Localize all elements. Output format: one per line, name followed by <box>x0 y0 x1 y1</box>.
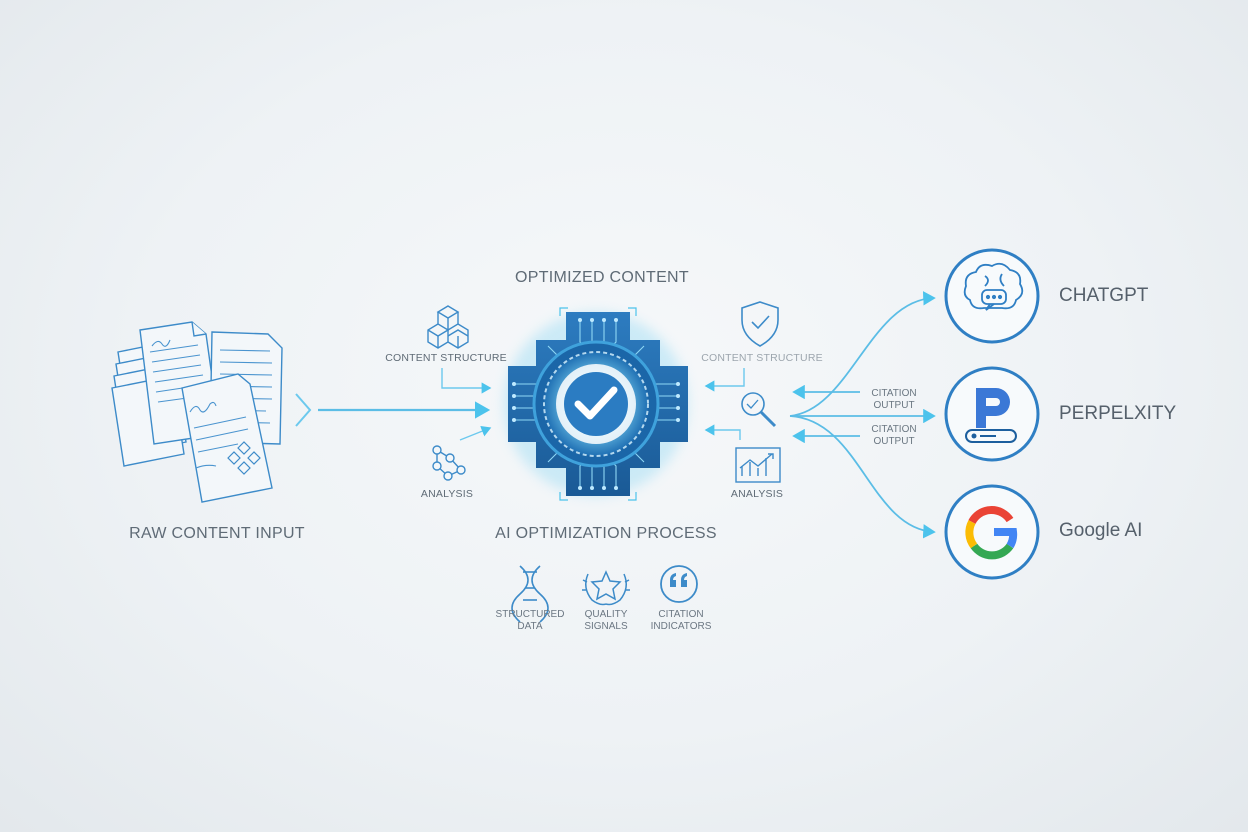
citation-output-bottom-label: CITATION OUTPUT <box>860 424 928 448</box>
perplexity-label: PERPELXITY <box>1059 403 1177 424</box>
perplexity-circle <box>944 366 1040 462</box>
right-top-connector <box>704 368 745 392</box>
checkmark-icon <box>574 386 618 420</box>
flow-to-chatgpt <box>789 291 936 417</box>
chart-growth-icon <box>735 447 781 483</box>
content-structure-left-label: CONTENT STRUCTURE <box>385 352 507 364</box>
document-stack-icon <box>111 321 283 503</box>
quality-signals-line2: SIGNALS <box>584 621 628 632</box>
citation-indicators-line2: INDICATORS <box>650 621 712 632</box>
citation-output-bottom-line1: CITATION <box>871 424 917 435</box>
optimized-content-label: OPTIMIZED CONTENT <box>515 269 689 286</box>
right-bottom-connector <box>704 424 741 440</box>
quote-icon <box>660 565 698 603</box>
network-icon <box>432 445 466 481</box>
ai-optimization-process-label: AI OPTIMIZATION PROCESS <box>495 525 717 542</box>
google-g-icon <box>965 506 1018 560</box>
chatgpt-circle <box>944 248 1040 344</box>
quality-signals-label: QUALITY SIGNALS <box>570 609 642 633</box>
left-bottom-connector <box>459 425 492 441</box>
google-circle <box>944 484 1040 580</box>
dna-icon <box>511 565 549 623</box>
raw-content-input-label: RAW CONTENT INPUT <box>129 525 305 542</box>
analysis-left-label: ANALYSIS <box>420 488 474 500</box>
shield-check-icon <box>741 301 779 347</box>
flow-to-google <box>789 415 936 539</box>
citation-output-top-line1: CITATION <box>871 388 917 399</box>
citation-indicators-label: CITATION INDICATORS <box>644 609 718 633</box>
google-ai-label: Google AI <box>1059 520 1143 541</box>
perplexity-p-icon <box>965 388 1017 443</box>
structured-data-line1: STRUCTURED <box>495 609 565 620</box>
brain-chat-icon <box>963 262 1024 311</box>
structured-data-label: STRUCTURED DATA <box>494 609 566 633</box>
magnifier-icon <box>741 392 777 428</box>
citation-output-top-line2: OUTPUT <box>873 400 915 411</box>
quality-signals-line1: QUALITY <box>584 609 628 620</box>
citation-indicators-line1: CITATION <box>658 609 704 620</box>
left-top-connector <box>441 368 492 394</box>
laurel-star-icon <box>582 570 630 606</box>
ai-core-processor <box>504 307 688 501</box>
chatgpt-label: CHATGPT <box>1059 285 1149 306</box>
content-structure-right-label: CONTENT STRUCTURE <box>701 352 823 364</box>
analysis-right-label: ANALYSIS <box>730 488 784 500</box>
structured-data-line2: DATA <box>517 621 543 632</box>
citation-output-top-label: CITATION OUTPUT <box>860 388 928 412</box>
input-chevron-icon <box>295 393 312 427</box>
cubes-icon <box>427 305 469 349</box>
citation-output-bottom-line2: OUTPUT <box>873 436 915 447</box>
